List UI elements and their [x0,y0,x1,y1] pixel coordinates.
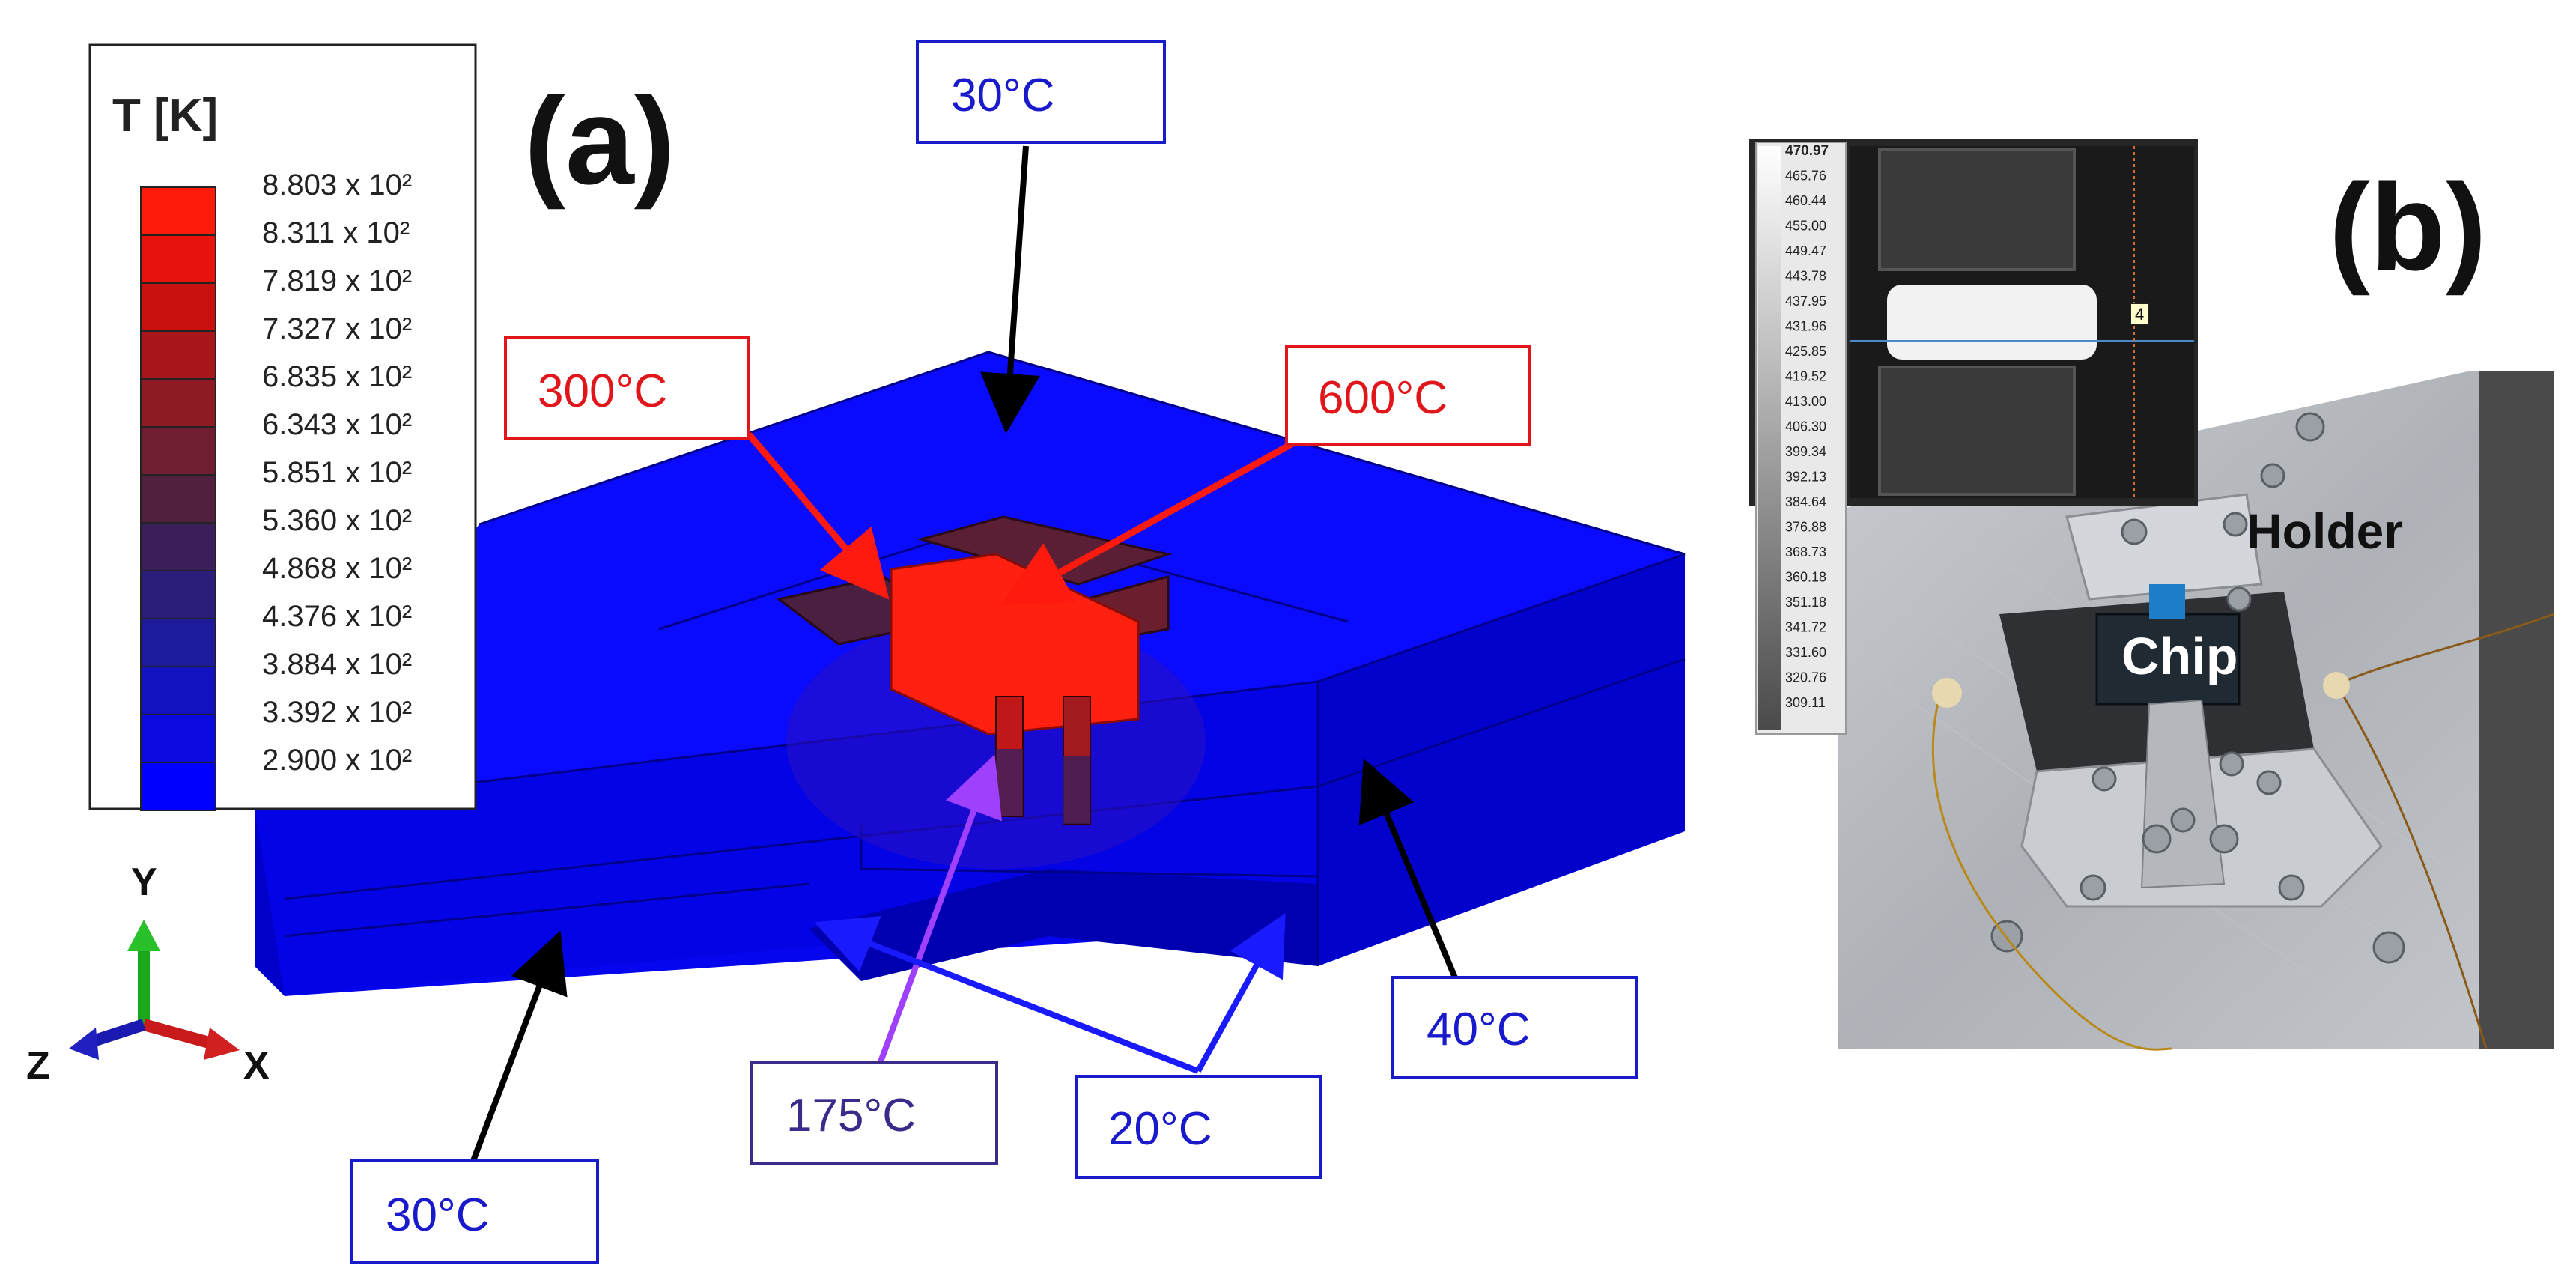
legend-swatch [140,618,216,667]
arrow-40 [1358,758,1459,983]
legend-swatch [140,762,216,811]
arrow-20-left [814,915,1200,1074]
svg-text:300°C: 300°C [538,366,667,417]
holder-photo: Holder Chip [1838,371,2554,1051]
thermal-scale-value: 449.47 [1785,243,1826,258]
thermal-scale-value: 437.95 [1785,294,1826,309]
legend-value: 4.376 x 10² [262,600,412,633]
legend-swatch [140,234,216,284]
panel-a-label: (a) [524,72,675,210]
thermal-scale-value: 360.18 [1785,570,1826,585]
callout-top: 30°C [916,40,1166,144]
legend-value: 8.803 x 10² [262,169,412,201]
arrow-600 [1000,439,1298,606]
thermal-scale-value: 341.72 [1785,620,1826,635]
x-axis-label: X [243,1044,270,1088]
axis-triad: Y X Z [26,861,270,1088]
thermal-scale-value: 425.85 [1785,344,1826,359]
panel-b: (b) [1749,139,2554,1051]
legend-value: 3.884 x 10² [262,648,412,681]
legend-swatch [140,570,216,619]
legend-value: 6.343 x 10² [262,408,412,441]
holder-label: Holder [2247,503,2403,559]
thermal-scale-value: 413.00 [1785,394,1826,409]
legend-swatch [140,522,216,571]
legend-swatch [140,666,216,715]
legend-swatch [140,282,216,332]
legend-value: 7.819 x 10² [262,264,412,297]
callout-600: 600°C [1285,345,1531,446]
arrow-top [979,145,1040,434]
svg-text:30°C: 30°C [951,70,1055,121]
callout-175: 175°C [750,1061,998,1165]
notch [809,869,1318,981]
hot-membrane [890,553,1140,735]
legend-value: 5.360 x 10² [262,504,412,537]
legend-swatch [140,186,216,236]
thermal-scale-value: 399.34 [1785,444,1826,459]
legend-value: 2.900 x 10² [262,744,412,777]
chip-label: Chip [2121,627,2238,685]
svg-text:600°C: 600°C [1318,372,1448,424]
x-axis-arrow [204,1028,240,1060]
thermal-marker: 4 [2135,305,2144,324]
callout-bottom-left: 30°C [350,1159,599,1264]
svg-text:40°C: 40°C [1427,1004,1531,1055]
callout-40: 40°C [1391,976,1638,1079]
legend-value: 7.327 x 10² [262,312,412,345]
thermal-scale-value: 460.44 [1785,193,1826,208]
legend-title: T [K] [112,90,218,142]
thermal-scale-value: 470.97 [1785,143,1829,159]
legend-value: 4.868 x 10² [262,552,412,585]
thermal-scale-value: 320.76 [1785,670,1826,685]
arrow-175 [877,754,1002,1065]
callout-300: 300°C [504,336,750,440]
thermal-scale-value: 419.52 [1785,369,1826,384]
thermal-scale-value: 392.13 [1785,470,1826,485]
svg-text:175°C: 175°C [786,1090,916,1141]
fem-model [254,351,1686,996]
thermal-scale-value: 309.11 [1785,695,1826,710]
y-axis-arrow [127,920,160,951]
y-axis-label: Y [131,861,157,904]
thermal-image-inset: 470.97 465.76 460.44 455.00 449.47 443.78 437.… [1749,139,2198,735]
thermal-scale-value: 376.88 [1785,520,1826,535]
thermal-scale-value: 465.76 [1785,169,1826,184]
thermal-scale-value: 331.60 [1785,645,1826,660]
legend-value: 5.851 x 10² [262,456,412,489]
legend-value: 3.392 x 10² [262,696,412,729]
hot-chip-area [1887,285,2097,360]
z-axis-label: Z [26,1044,50,1088]
callout-20: 20°C [1075,1075,1322,1179]
legend-swatch [140,378,216,428]
arrow-bottom-left [469,930,568,1166]
panel-b-label: (b) [2329,158,2487,296]
legend-swatch [140,474,216,524]
thermal-scale-value: 406.30 [1785,419,1826,434]
legend-swatch [140,426,216,476]
arrow-20-right [1195,912,1286,1073]
z-axis-arrow [69,1028,99,1060]
legend-value: 8.311 x 10² [262,216,410,249]
thermal-scale-value: 455.00 [1785,219,1826,234]
thermal-scale-value: 431.96 [1785,319,1826,334]
thermal-scale-value: 384.64 [1785,494,1826,509]
legend-swatch [140,714,216,763]
legend-swatch [140,330,216,380]
arrow-300 [746,432,890,600]
svg-text:20°C: 20°C [1108,1103,1212,1155]
thermal-scale-value: 443.78 [1785,269,1826,284]
thermal-scale-value: 351.18 [1785,595,1826,610]
thermal-scale-value: 368.73 [1785,545,1826,559]
legend-value: 6.835 x 10² [262,360,412,393]
temperature-legend: T [K] 8.803 x 10² 8.311 x 10² 7.819 x 10² 7… [88,43,477,811]
svg-text:30°C: 30°C [386,1189,490,1241]
